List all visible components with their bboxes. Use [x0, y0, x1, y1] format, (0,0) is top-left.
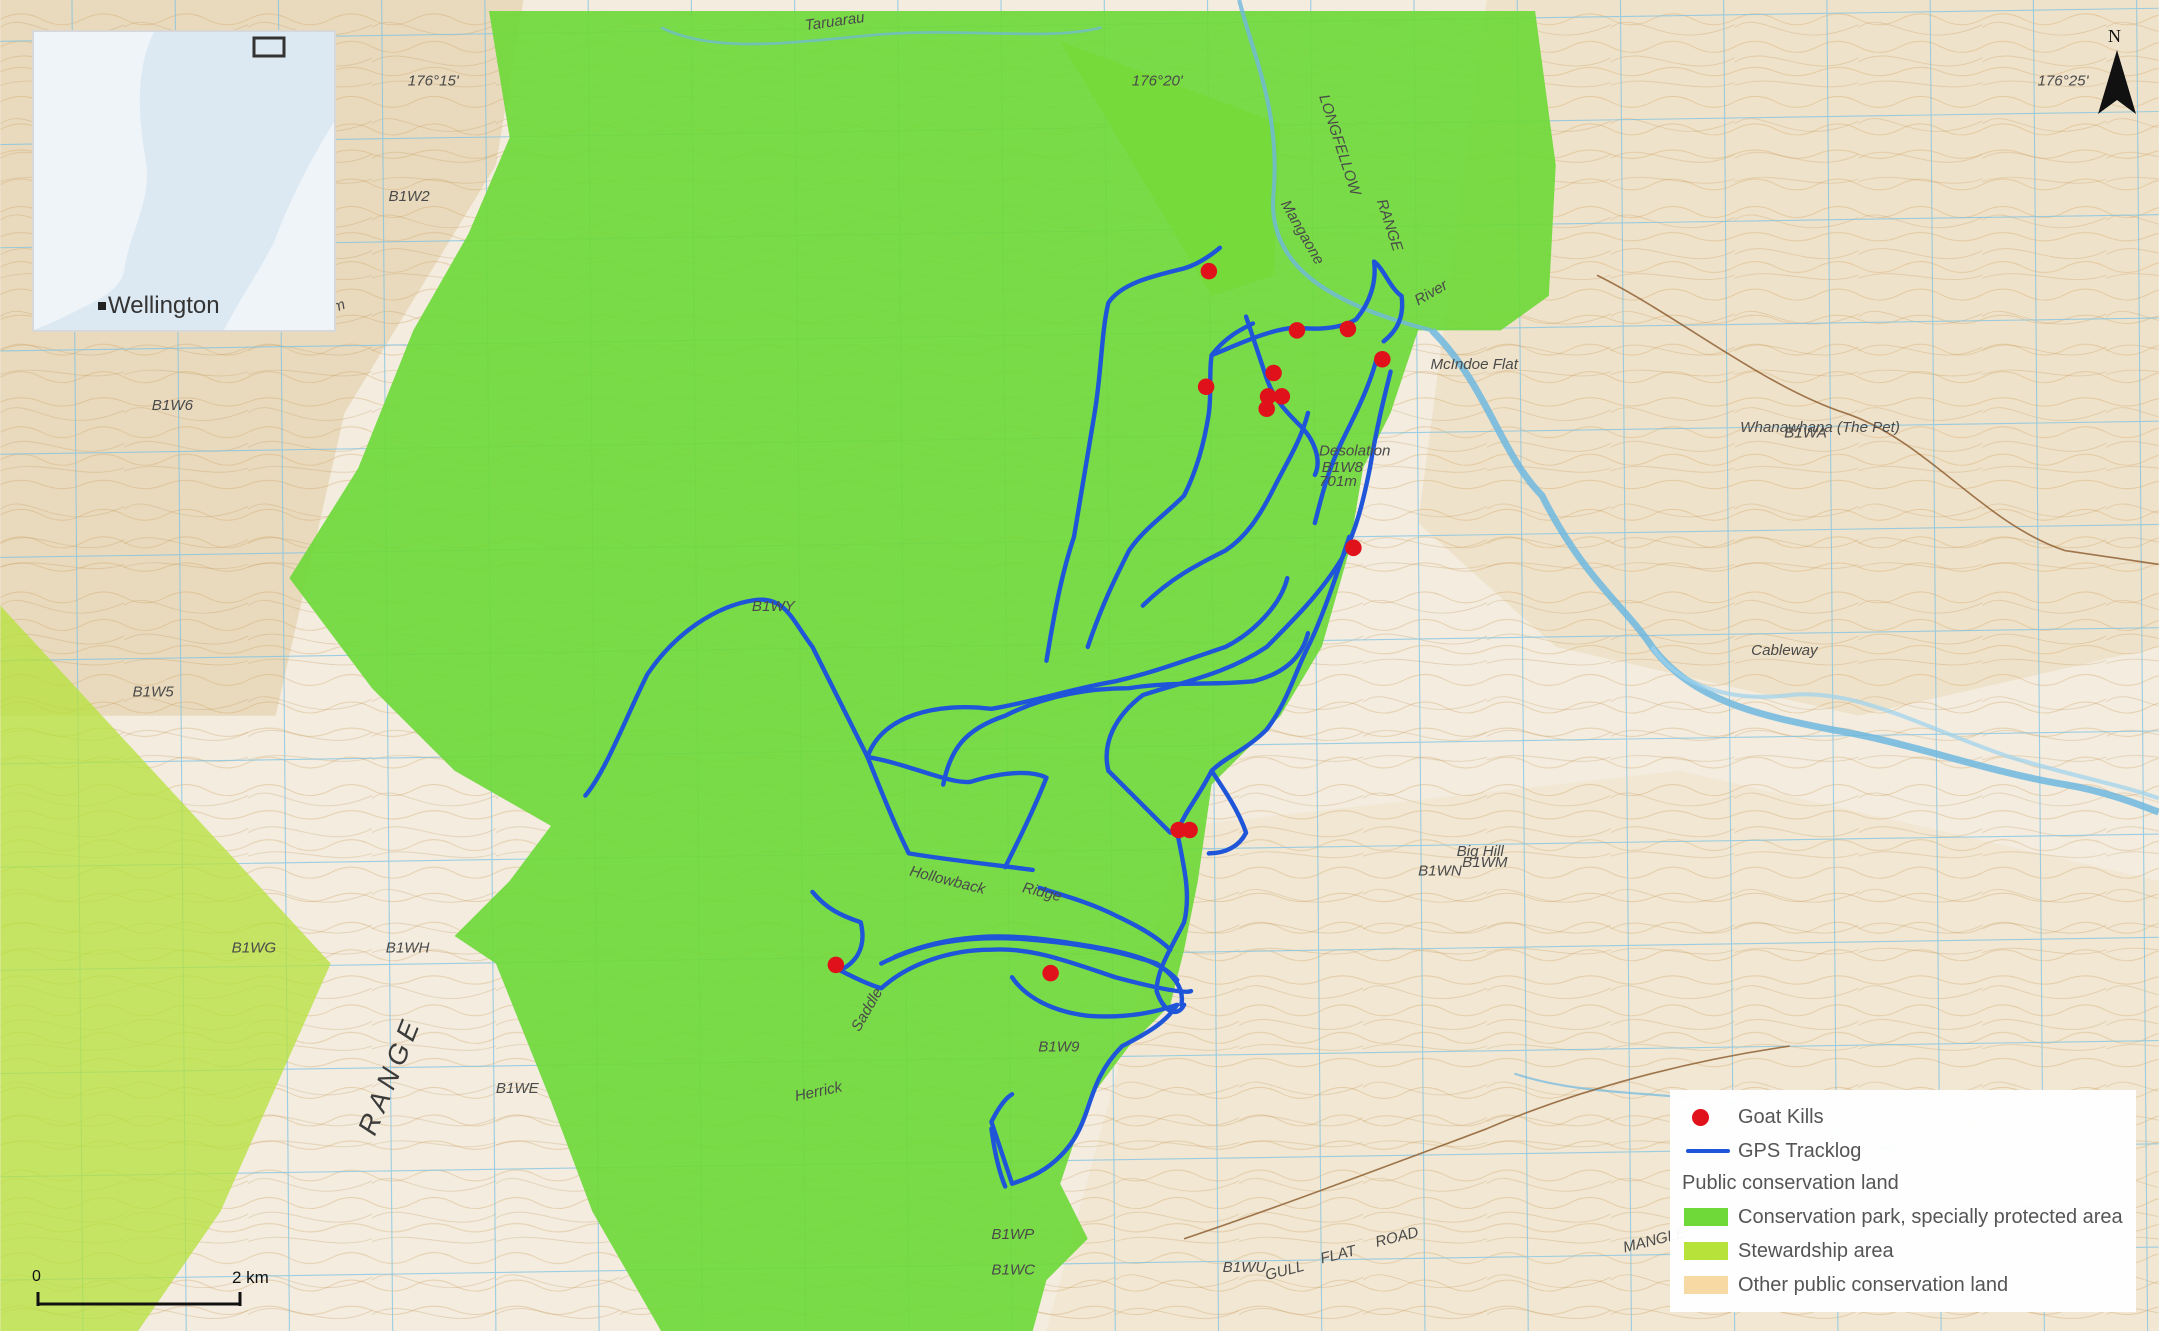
legend-item-stewardship: Stewardship area — [1682, 1236, 1894, 1266]
legend: Goat Kills GPS Tracklog Public conservat… — [1670, 1090, 2136, 1312]
label-desolation: Desolation — [1319, 443, 1390, 460]
label-b1wg: B1WG — [232, 939, 277, 956]
goat-kill-marker[interactable] — [1181, 821, 1198, 839]
conservation-park — [289, 11, 1556, 1331]
label-b1w2: B1W2 — [389, 188, 431, 205]
tracklog-symbol-icon — [1686, 1149, 1730, 1153]
label-b1wh: B1WH — [386, 939, 430, 956]
label-lat-1: 176°15' — [408, 72, 460, 89]
wellington-marker-icon — [98, 302, 106, 310]
stewardship-swatch — [1684, 1242, 1728, 1260]
label-b1wp: B1WP — [991, 1226, 1034, 1243]
goat-kill-marker[interactable] — [1273, 388, 1291, 405]
road-south — [1183, 1045, 1790, 1240]
label-b1wy: B1WY — [752, 598, 796, 615]
legend-label-other-public: Other public conservation land — [1738, 1273, 2009, 1296]
goat-kill-marker[interactable] — [1197, 378, 1215, 396]
legend-label-stewardship: Stewardship area — [1738, 1239, 1894, 1262]
legend-label-conservation-park: Conservation park, specially protected a… — [1738, 1205, 2123, 1228]
label-b1w8-elev: 701m — [1319, 473, 1357, 490]
label-b1wu: B1WU — [1223, 1259, 1267, 1276]
goat-kill-marker[interactable] — [1339, 320, 1357, 338]
river-north — [1237, 0, 1433, 333]
label-mcindoe-flat: McIndoe Flat — [1430, 356, 1518, 373]
label-big-hill: Big Hill — [1457, 843, 1505, 860]
legend-heading-public-land: Public conservation land — [1682, 1172, 1899, 1194]
scale-start-label: 0 — [32, 1268, 41, 1285]
conservation-park-swatch — [1684, 1208, 1728, 1226]
label-b1w5: B1W5 — [133, 683, 175, 700]
label-whanawhana: Whanawhana (The Pet) — [1740, 419, 1900, 436]
inset-map: Wellington — [32, 30, 336, 332]
label-b1we: B1WE — [496, 1080, 540, 1097]
goat-kill-marker[interactable] — [827, 956, 845, 974]
goat-kill-symbol-icon — [1692, 1109, 1709, 1126]
legend-label-goat-kills: Goat Kills — [1738, 1105, 1824, 1128]
gps-tracklog[interactable] — [583, 245, 1405, 1189]
legend-label-gps-tracklog: GPS Tracklog — [1738, 1139, 1862, 1162]
goat-kill-marker[interactable] — [1345, 539, 1362, 557]
label-b1w8: B1W8 — [1322, 459, 1364, 476]
inset-city-label: Wellington — [108, 292, 220, 319]
label-lat-3: 176°25' — [2037, 72, 2089, 89]
label-b1w6: B1W6 — [152, 397, 194, 414]
goat-kill-marker[interactable] — [1042, 964, 1059, 982]
legend-item-conservation-park: Conservation park, specially protected a… — [1682, 1202, 2123, 1232]
label-lat-2: 176°20' — [1132, 72, 1184, 89]
label-b1wn: B1WN — [1418, 862, 1462, 879]
stewardship-area-west — [0, 605, 331, 1331]
river-braid — [1650, 645, 2159, 801]
goat-kill-marker[interactable] — [1288, 322, 1306, 339]
goat-kill-marker[interactable] — [1258, 400, 1275, 418]
goat-kill-marker[interactable] — [1200, 262, 1218, 280]
inset-extent-box — [252, 36, 286, 58]
goat-kill-marker[interactable] — [1374, 350, 1391, 368]
legend-item-gps-tracklog: GPS Tracklog — [1682, 1136, 1861, 1166]
river-main — [1429, 327, 2159, 816]
scale-bar — [36, 1292, 242, 1306]
road-east — [1596, 274, 2159, 566]
label-b1wc: B1WC — [991, 1262, 1035, 1279]
inset-map-graphic — [34, 32, 334, 330]
other-public-swatch — [1684, 1276, 1728, 1294]
label-cableway: Cableway — [1751, 642, 1819, 659]
goat-kill-marker[interactable] — [1259, 388, 1277, 405]
label-b1wm: B1WM — [1462, 854, 1508, 871]
goat-kill-marker[interactable] — [1265, 364, 1282, 382]
taruarau-river — [660, 26, 1102, 46]
scale-end-label: 2 km — [232, 1268, 269, 1287]
label-b1wa: B1WA — [1784, 425, 1827, 442]
legend-item-other-public: Other public conservation land — [1682, 1270, 2008, 1300]
north-arrow-icon — [2098, 50, 2136, 114]
legend-item-goat-kills: Goat Kills — [1682, 1102, 1824, 1132]
north-label: N — [2108, 26, 2121, 46]
goat-kills-layer[interactable] — [827, 262, 1391, 982]
label-b1w9: B1W9 — [1038, 1039, 1080, 1056]
